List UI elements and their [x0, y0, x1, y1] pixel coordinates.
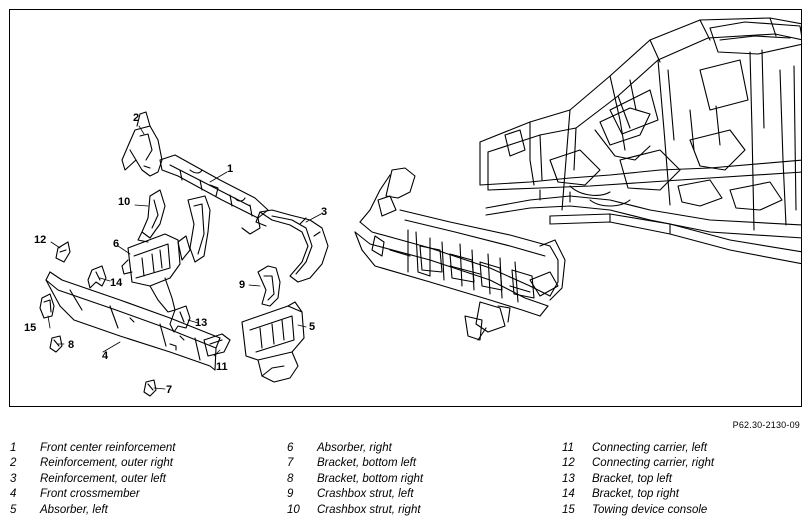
exploded-view-figure: 1 2 3 4 5 6 7 8 9 10 11 12 13 14 15 [9, 9, 802, 407]
legend-label: Bracket, top left [592, 472, 672, 485]
legend-label: Connecting carrier, right [592, 457, 715, 470]
legend-number: 12 [562, 457, 575, 470]
legend-label: Bracket, bottom right [317, 472, 424, 485]
legend-label: Crashbox strut, right [317, 503, 421, 516]
part-absorber-left [241, 301, 305, 383]
legend-label: Bracket, top right [592, 488, 679, 501]
part-front-center-reinforcement [159, 154, 269, 235]
callout-6: 6 [113, 238, 120, 250]
part-connecting-carrier-left [203, 333, 231, 357]
callout-2: 2 [133, 112, 140, 124]
figure-id: P62.30-2130-09 [732, 420, 800, 430]
part-central-bracket [177, 195, 211, 263]
part-reinforcement-outer-right [121, 111, 163, 177]
parts-drawing [39, 17, 801, 397]
legend-number: 11 [562, 442, 574, 454]
legend-number: 8 [287, 472, 294, 485]
part-front-crossmember [45, 271, 221, 371]
callout-8: 8 [68, 339, 75, 351]
callout-9: 9 [239, 279, 246, 291]
part-bracket-bottom-left [143, 379, 157, 397]
legend-label: Absorber, right [317, 442, 392, 454]
callout-12: 12 [34, 234, 47, 246]
callout-13: 13 [195, 317, 208, 329]
callout-7: 7 [166, 384, 173, 396]
assembled-front-module [354, 167, 566, 341]
legend-label: Crashbox strut, left [317, 488, 414, 501]
legend-number: 5 [10, 503, 17, 516]
callout-1: 1 [227, 163, 234, 175]
legend-label: Front crossmember [40, 488, 140, 501]
part-crashbox-strut-left [257, 265, 281, 307]
callout-14: 14 [110, 277, 123, 289]
part-bracket-top-right [87, 265, 107, 289]
legend-label: Reinforcement, outer right [40, 457, 173, 470]
legend-number: 15 [562, 503, 575, 516]
callout-4: 4 [102, 350, 109, 362]
part-towing-device-console [39, 293, 55, 319]
legend-number: 2 [10, 457, 17, 470]
part-reinforcement-outer-left [255, 209, 329, 283]
legend-number: 10 [287, 503, 300, 516]
legend-number: 13 [562, 472, 575, 485]
legend-label: Reinforcement, outer left [40, 472, 166, 485]
legend-number: 9 [287, 488, 294, 501]
car-body-shell [479, 17, 801, 265]
part-absorber-right [121, 233, 181, 313]
legend-label: Connecting carrier, left [592, 442, 708, 454]
callout-15: 15 [24, 322, 37, 334]
legend-number: 1 [10, 442, 17, 454]
part-bracket-top-left [169, 305, 191, 333]
callout-5: 5 [309, 321, 316, 333]
part-crashbox-strut-right [137, 189, 166, 243]
legend-number: 6 [287, 442, 294, 454]
legend-label: Towing device console [592, 503, 708, 516]
legend-label: Bracket, bottom left [317, 457, 417, 470]
callout-11: 11 [216, 361, 228, 373]
leader-lines [47, 125, 322, 390]
legend-label: Front center reinforcement [40, 442, 176, 454]
legend-label: Absorber, left [40, 503, 108, 516]
legend-number: 14 [562, 488, 575, 501]
part-bracket-bottom-right [49, 335, 63, 353]
part-connecting-carrier-right [55, 241, 71, 263]
legend-number: 3 [10, 472, 17, 485]
callout-3: 3 [321, 206, 328, 218]
legend-number: 4 [10, 488, 17, 501]
legend-number: 7 [287, 457, 294, 470]
callout-10: 10 [118, 196, 131, 208]
